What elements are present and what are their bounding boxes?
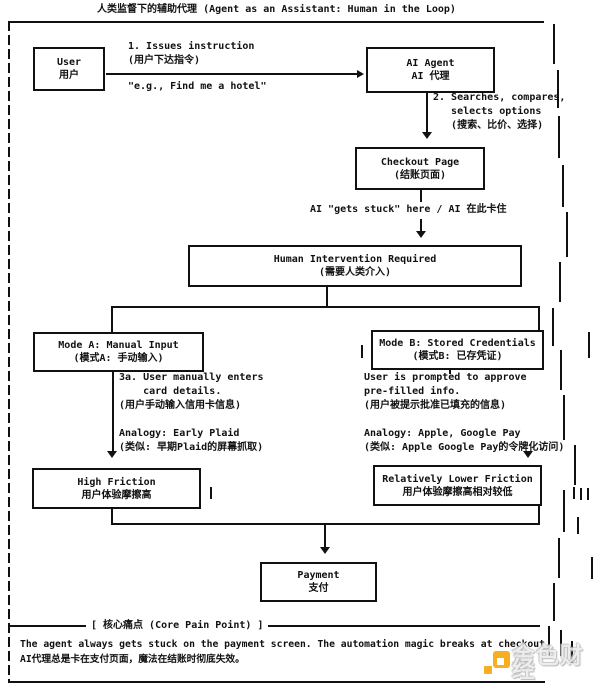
border-artifact [588,332,590,358]
checkout-page-node: Checkout Page (结账页面) [355,147,485,190]
mode-a-node-label-zh: (模式A: 手动输入) [73,353,164,364]
lower-friction-node: Relatively Lower Friction 用户体验摩擦高相对较低 [373,465,542,506]
watermark-label: 金色财经 [511,643,584,683]
checkout-node-label-zh: (结账页面) [393,169,447,181]
border-artifact [553,583,555,621]
border-artifact [577,517,579,534]
payment-node: Payment 支付 [260,562,377,602]
border-artifact [580,488,582,500]
user-node-label-en: User [56,57,82,68]
high-friction-label-zh: 用户体验摩擦高 [81,489,152,501]
border-artifact [210,487,212,499]
mode-a-node: Mode A: Manual Input (模式A: 手动输入) [33,332,204,372]
mode-b-node: Mode B: Stored Credentials (模式B: 已存凭证) [371,330,544,370]
border-artifact [559,262,561,302]
border-artifact [563,395,565,440]
arrow-down-icon [320,547,330,554]
connector-agent-to-checkout [426,89,428,133]
step1-label: 1. Issues instruction (用户下达指令) [128,41,255,66]
branch-left-drop [111,306,113,333]
footer-text-zh: AI代理总是卡在支付页面，魔法在结账时彻底失效。 [20,654,245,665]
merge-left-drop [111,505,113,525]
hir-node-label-zh: (需要人类介入) [318,267,392,278]
footer-text-en: The agent always gets stuck on the payme… [20,639,551,650]
border-artifact [573,487,575,499]
diagram-title: 人类监督下的辅助代理 (Agent as an Assistant: Human… [97,4,456,15]
pain-point-divider-line [8,625,540,627]
border-artifact [557,70,559,108]
mode-a-node-label-en: Mode A: Manual Input [58,340,179,351]
user-node-label-zh: 用户 [59,70,79,81]
border-artifact [558,116,560,158]
frame-top-border [8,21,544,23]
border-artifact [560,630,562,656]
mode-b-node-label-en: Mode B: Stored Credentials [379,338,536,349]
border-artifact [563,490,565,532]
border-artifact [571,641,573,663]
border-artifact [562,165,564,207]
high-friction-node: High Friction 用户体验摩擦高 [32,468,201,509]
connector-stuck-down [420,219,422,232]
border-artifact [587,488,589,500]
border-artifact [361,345,363,358]
payment-node-label-zh: 支付 [308,583,329,594]
example-label: "e.g., Find me a hotel" [128,81,267,92]
human-intervention-node: Human Intervention Required (需要人类介入) [188,245,522,287]
hir-node-label-en: Human Intervention Required [273,254,437,265]
connector-mode-a-down [112,368,114,452]
border-artifact [591,557,593,579]
border-artifact [574,445,576,485]
border-artifact [566,212,568,257]
border-artifact [560,350,562,390]
checkout-node-label-en: Checkout Page [380,156,460,168]
border-artifact [548,626,550,656]
ai-agent-node-label-en: AI Agent [406,58,455,69]
border-artifact [558,538,560,578]
branch-right-drop [538,306,540,331]
border-artifact [552,308,554,346]
high-friction-label-en: High Friction [77,476,156,488]
stuck-label: AI "gets stuck" here / AI 在此卡住 [310,204,507,215]
jinse-logo-icon [483,650,510,677]
lower-friction-label-zh: 用户体验摩擦高相对较低 [402,486,513,498]
ai-agent-node-label-zh: AI 代理 [411,71,450,82]
connector-to-payment [324,523,326,548]
frame-left-border [8,21,10,683]
arrow-right-icon [357,70,364,78]
mode-b-node-label-zh: (模式B: 已存凭证) [412,351,503,362]
payment-node-label-en: Payment [297,570,340,581]
connector-checkout-down [420,186,422,202]
split-branch-line [111,306,540,308]
arrow-down-icon [416,231,426,238]
connector-mode-b-stub [449,366,451,374]
mode-a-detail-text: 3a. User manually enters card details. (… [119,372,264,453]
arrow-down-icon [107,451,117,458]
lower-friction-label-en: Relatively Lower Friction [382,473,533,485]
arrow-down-icon [523,451,533,458]
merge-right-drop [538,502,540,525]
frame-bottom-border [8,681,545,683]
jinse-finance-watermark: 金色财经 [483,643,600,683]
user-node: User 用户 [33,47,105,91]
arrow-down-icon [422,132,432,139]
ai-agent-node: AI Agent AI 代理 [366,47,495,93]
mode-b-detail-text: User is prompted to approve pre-filled i… [364,372,565,453]
border-artifact [553,24,555,64]
step2-label: 2. Searches, compares, selects options (… [433,92,566,131]
connector-hir-down [326,283,328,308]
connector-user-to-agent [106,73,358,75]
pain-point-divider-label: [ 核心痛点 (Core Pain Point) ] [86,619,269,633]
